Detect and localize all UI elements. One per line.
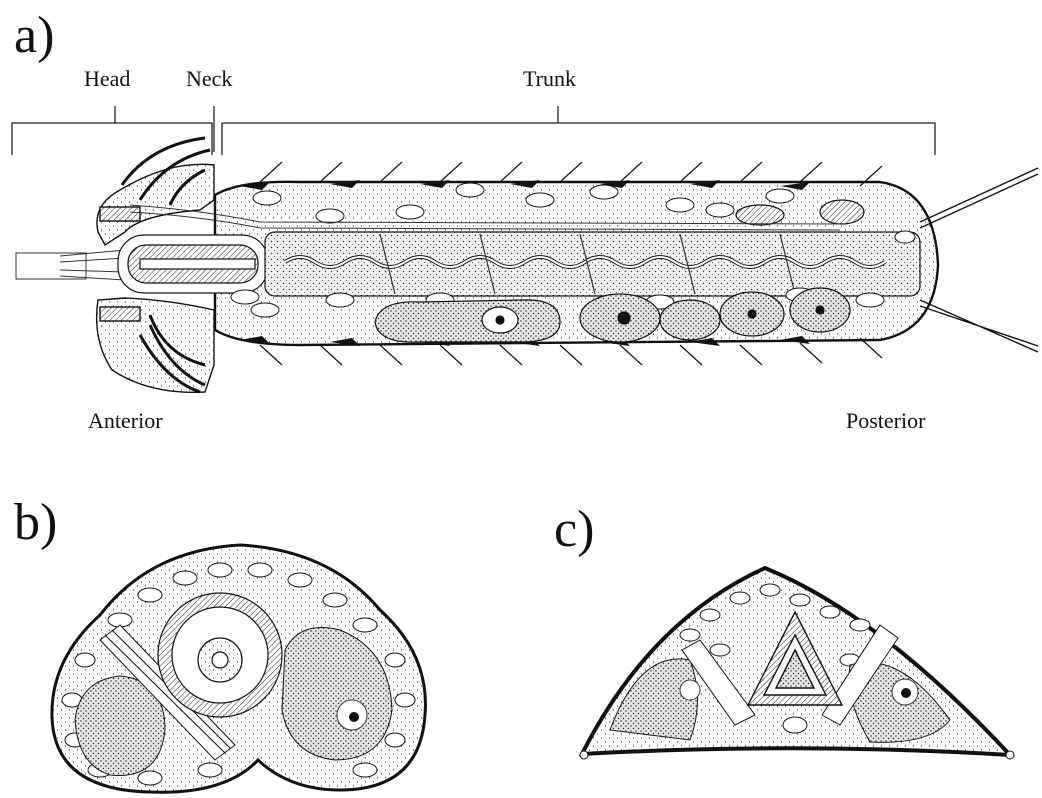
- head-bracket: [12, 106, 212, 155]
- region-brackets: [12, 106, 935, 155]
- pharynx: [118, 235, 268, 293]
- trunk-bracket: [222, 106, 935, 155]
- panel-b-figure: [52, 545, 426, 792]
- panel-a-figure: [12, 106, 1038, 392]
- mouth-tube: [16, 250, 125, 280]
- intestine: [265, 232, 920, 296]
- panel-c-figure: [580, 568, 1014, 759]
- b-pharynx: [158, 593, 282, 717]
